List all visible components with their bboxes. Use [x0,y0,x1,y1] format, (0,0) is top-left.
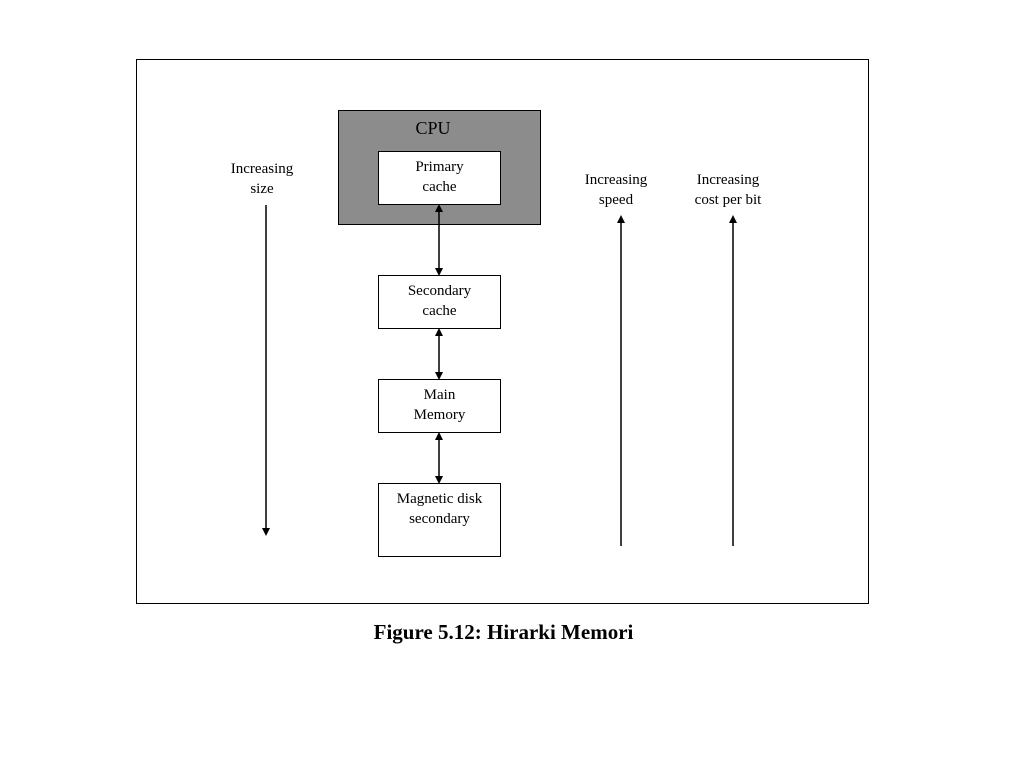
cpu-label: CPU [415,118,451,138]
increasing-size-line2: size [250,181,274,197]
secondary-cache-box: Secondary cache [378,275,501,329]
primary-cache-label-line2: cache [422,179,457,195]
main-memory-label-line1: Main [423,387,456,403]
diagram-frame [136,59,869,604]
increasing-speed-line2: speed [598,192,634,208]
increasing-speed-line1: Increasing [584,172,648,188]
increasing-speed-label: Increasing speed [566,170,666,210]
main-memory-box: Main Memory [378,379,501,433]
increasing-cost-line1: Increasing [696,172,760,188]
primary-cache-label-line1: Primary [415,159,464,175]
increasing-cost-line2: cost per bit [694,192,762,208]
increasing-cost-label: Increasing cost per bit [673,170,783,210]
increasing-size-line1: Increasing [230,161,294,177]
secondary-cache-label-line1: Secondary [407,283,472,299]
increasing-size-label: Increasing size [212,159,312,199]
magnetic-disk-box: Magnetic disk secondary [378,483,501,557]
main-memory-label-line2: Memory [413,407,466,423]
primary-cache-box: Primary cache [378,151,501,205]
figure-caption: Figure 5.12: Hirarki Memori [373,620,634,644]
magnetic-disk-label-line1: Magnetic disk [396,491,483,507]
magnetic-disk-label-line2: secondary [409,511,470,527]
secondary-cache-label-line2: cache [422,303,457,319]
